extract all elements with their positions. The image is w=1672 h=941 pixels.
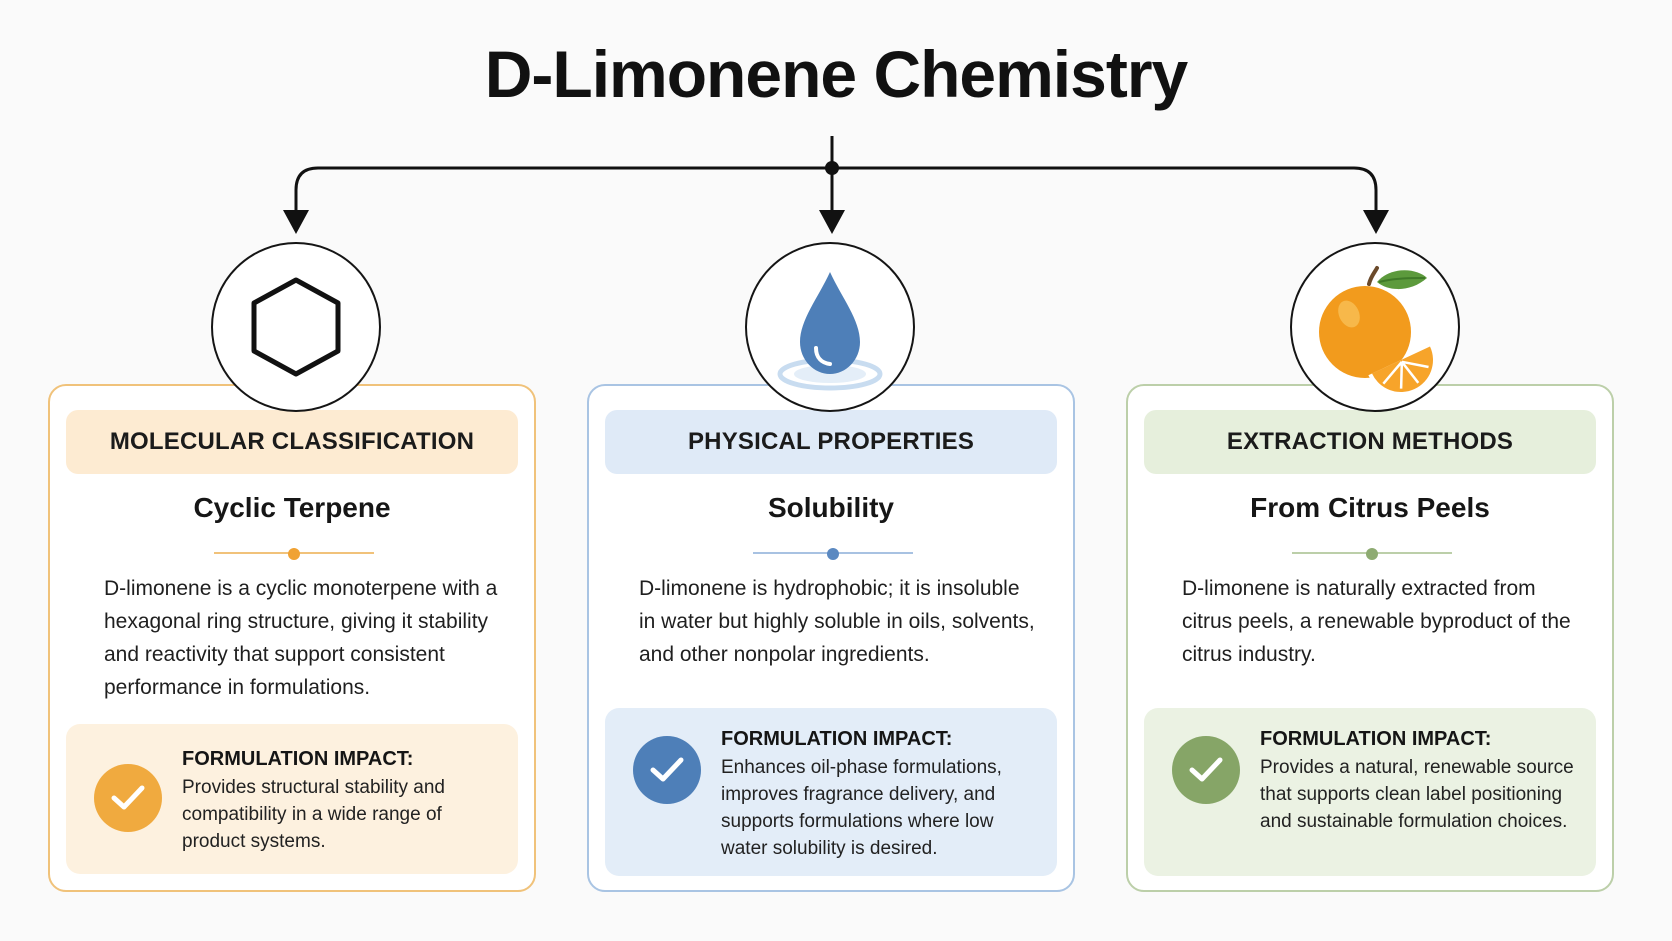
connector-left [294, 166, 832, 212]
card-subtitle: Cyclic Terpene [193, 492, 391, 523]
impact-text: Provides structural stability and compat… [182, 777, 445, 852]
card-body-text: D-limonene is hydrophobic; it is insolub… [639, 577, 1035, 666]
page-title: D-Limonene Chemistry [484, 37, 1188, 111]
check-icon [633, 736, 701, 804]
impact-text: Provides a natural, renewable source tha… [1260, 757, 1574, 832]
card-heading: EXTRACTION METHODS [1144, 410, 1596, 474]
impact-title: FORMULATION IMPACT: [721, 728, 953, 750]
card-extraction-methods: EXTRACTION METHODS From Citrus Peels D-l… [1126, 384, 1614, 892]
card-physical-properties: PHYSICAL PROPERTIES Solubility D-limonen… [587, 384, 1075, 892]
impact-title: FORMULATION IMPACT: [1260, 728, 1492, 750]
impact-text: Enhances oil-phase formulations, improve… [721, 757, 1002, 859]
formulation-impact-box: FORMULATION IMPACT: Enhances oil-phase f… [605, 708, 1057, 876]
arrowhead-left [283, 210, 309, 234]
card-subtitle: From Citrus Peels [1250, 492, 1490, 523]
card-divider [753, 548, 913, 560]
orange-fruit-icon [1290, 242, 1460, 412]
arrowhead-center [819, 210, 845, 234]
check-icon [1172, 736, 1240, 804]
check-icon [94, 764, 162, 832]
arrowhead-right [1363, 210, 1389, 234]
card-heading: MOLECULAR CLASSIFICATION [66, 410, 518, 474]
card-molecular-classification: MOLECULAR CLASSIFICATION Cyclic Terpene … [48, 384, 536, 892]
impact-title: FORMULATION IMPACT: [182, 748, 414, 770]
card-subtitle: Solubility [768, 492, 894, 523]
card-divider [1292, 548, 1452, 560]
formulation-impact-box: FORMULATION IMPACT: Provides a natural, … [1144, 708, 1596, 876]
card-body-text: D-limonene is naturally extracted from c… [1182, 577, 1571, 666]
formulation-impact-box: FORMULATION IMPACT: Provides structural … [66, 724, 518, 874]
connector-right [832, 166, 1378, 212]
hexagon-ring-icon [211, 242, 381, 412]
card-divider [214, 548, 374, 560]
water-drop-icon [745, 242, 915, 412]
connector-junction-dot [825, 161, 839, 175]
card-body-text: D-limonene is a cyclic monoterpene with … [104, 577, 498, 699]
card-heading: PHYSICAL PROPERTIES [605, 410, 1057, 474]
